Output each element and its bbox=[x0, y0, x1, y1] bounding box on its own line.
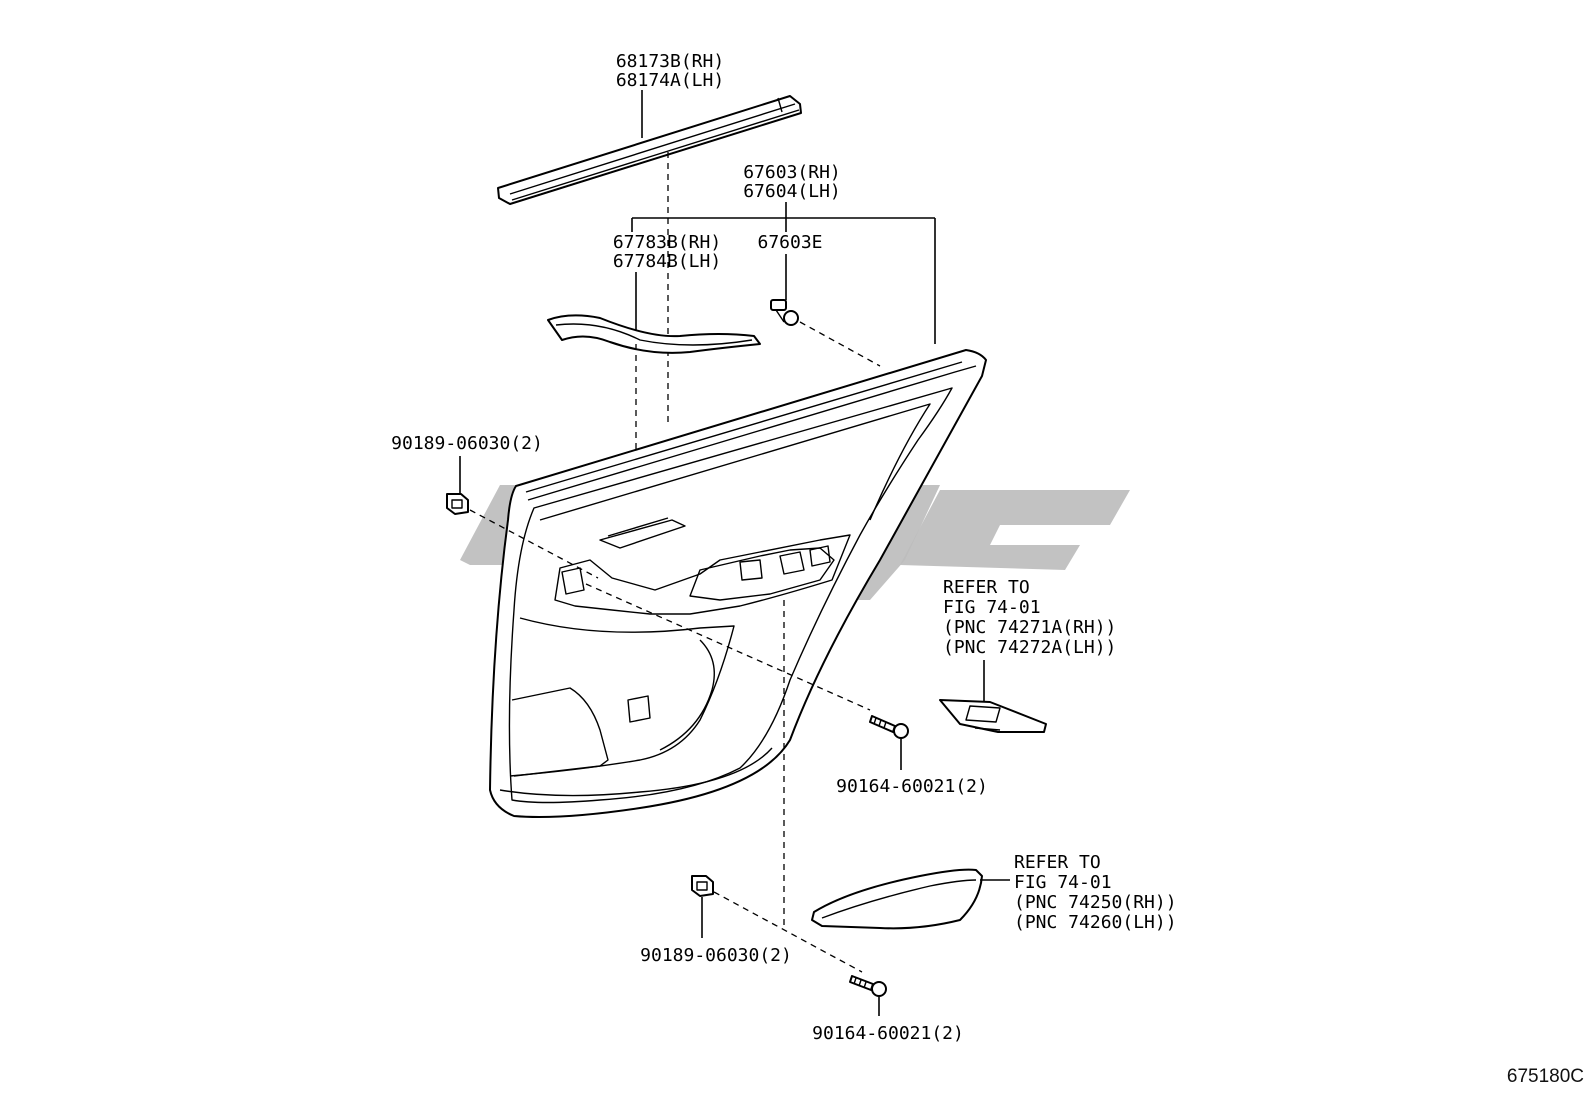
armrest-ref-line3: (PNC 74250(RH)) bbox=[1014, 892, 1177, 913]
clip-bottom-label: 90189-06030(2) bbox=[640, 945, 792, 966]
armrest-ref-line2: FIG 74-01 bbox=[1014, 872, 1112, 893]
switch-ref-line1: REFER TO bbox=[943, 577, 1030, 598]
armrest-ref-line1: REFER TO bbox=[1014, 852, 1101, 873]
trim-board-bracket bbox=[631, 202, 936, 344]
trim-board-label-lh: 67604(LH) bbox=[743, 181, 841, 202]
switch-ref-line2: FIG 74-01 bbox=[943, 597, 1041, 618]
armrest-base-part bbox=[811, 868, 983, 930]
diagram-id: 675180C bbox=[1507, 1066, 1584, 1087]
clip-top-part bbox=[770, 299, 799, 326]
screw-mid-label: 90164-60021(2) bbox=[836, 776, 988, 797]
armrest-trim-label-lh: 67784B(LH) bbox=[613, 251, 721, 272]
switch-ref-line4: (PNC 74272A(LH)) bbox=[943, 637, 1116, 658]
door-trim-panel bbox=[489, 349, 987, 818]
armrest-trim-part bbox=[547, 314, 761, 354]
clip-left-part bbox=[446, 493, 469, 515]
armrest-trim-label-rh: 67783B(RH) bbox=[613, 232, 721, 253]
screw-mid-part bbox=[869, 715, 909, 739]
window-switch-part bbox=[939, 699, 1047, 733]
clip-top-guide bbox=[799, 321, 881, 367]
clip-left-label: 90189-06030(2) bbox=[391, 433, 543, 454]
screw-bottom-part bbox=[849, 975, 887, 997]
clip-top-label: 67603E bbox=[757, 232, 822, 253]
screw-bottom-label: 90164-60021(2) bbox=[812, 1023, 964, 1044]
switch-ref-line3: (PNC 74271A(RH)) bbox=[943, 617, 1116, 638]
clip-bottom-part bbox=[691, 875, 714, 897]
belt-moulding-part bbox=[497, 95, 802, 205]
screw-mid-guide bbox=[585, 583, 871, 711]
belt-moulding-label-rh: 68173B(RH) bbox=[616, 51, 724, 72]
armrest-ref-line4: (PNC 74260(LH)) bbox=[1014, 912, 1177, 933]
belt-moulding-label-lh: 68174A(LH) bbox=[616, 70, 724, 91]
trim-board-label-rh: 67603(RH) bbox=[743, 162, 841, 183]
clip-left-guide bbox=[469, 509, 599, 579]
